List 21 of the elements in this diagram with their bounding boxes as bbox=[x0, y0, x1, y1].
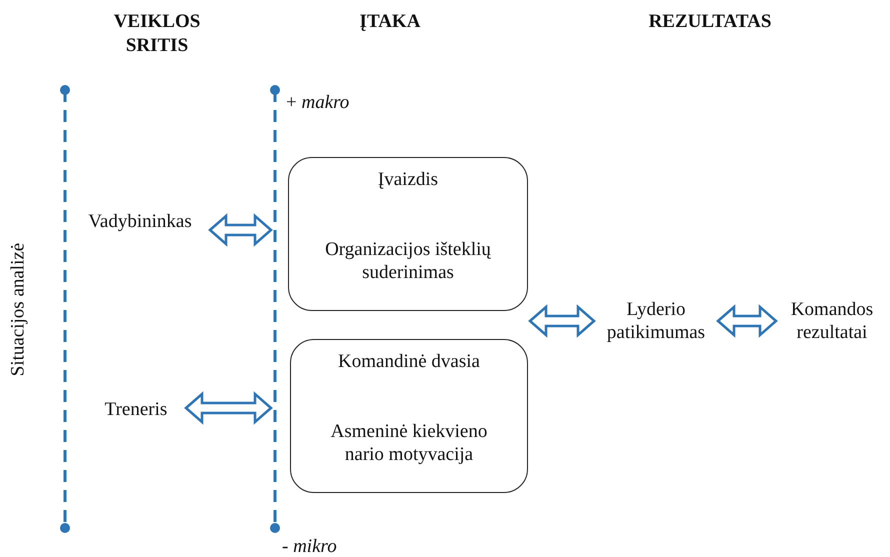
double-arrow bbox=[184, 391, 273, 425]
dashed-scale-line bbox=[268, 84, 282, 534]
role-label: Vadybininkas bbox=[72, 206, 208, 236]
column-header: VEIKLOS SRITIS bbox=[112, 10, 202, 58]
axis-label: Situacijos analizė bbox=[8, 242, 28, 376]
column-header: REZULTATAS bbox=[648, 10, 772, 34]
box-text: Asmeninė kiekvieno nario motyvacija bbox=[330, 420, 488, 466]
rounded-box bbox=[288, 157, 528, 311]
box-heading: Įvaizdis bbox=[376, 168, 440, 191]
double-arrow bbox=[208, 213, 273, 247]
double-arrow bbox=[528, 304, 596, 338]
result-label: Lyderio patikimumas bbox=[596, 296, 716, 346]
double-arrow bbox=[716, 304, 778, 338]
result-label: Komandos rezultatai bbox=[778, 296, 886, 346]
scale-end-label: + makro bbox=[286, 91, 350, 114]
column-header: ĮTAKA bbox=[358, 10, 422, 34]
role-label: Treneris bbox=[88, 394, 184, 424]
box-text: Organizacijos išteklių suderinimas bbox=[324, 238, 492, 284]
rounded-box bbox=[290, 339, 528, 493]
box-heading: Komandinė dvasia bbox=[337, 350, 481, 373]
scale-end-label: - mikro bbox=[282, 535, 337, 557]
